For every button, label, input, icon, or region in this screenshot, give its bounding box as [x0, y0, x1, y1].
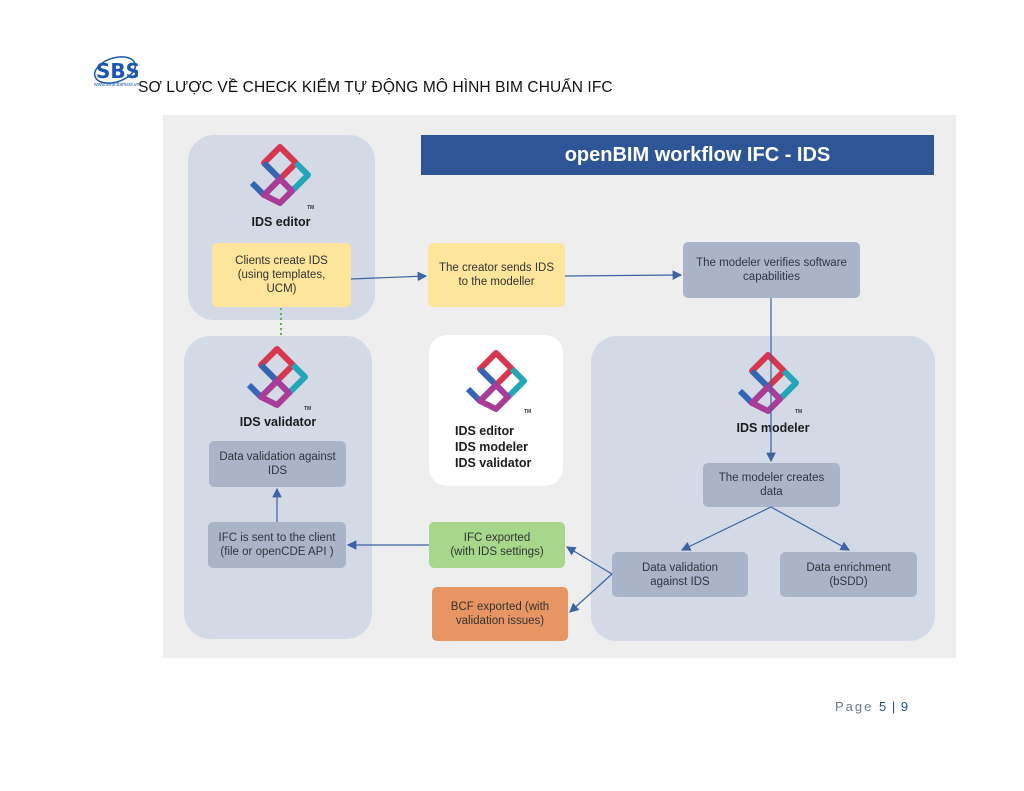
trademark-mark: TM — [524, 409, 532, 415]
page-separator: | — [891, 699, 896, 714]
ids-validator-label: IDS validator — [239, 415, 317, 429]
legend-item: IDS validator — [455, 456, 532, 470]
bcf-exported-box: BCF exported (with validation issues) — [432, 587, 568, 641]
ids-modeler-label: IDS modeler — [736, 421, 810, 435]
ifc-logo-icon — [246, 346, 308, 408]
workflow-figure: openBIM workflow IFC - IDS TM TM TM — [163, 115, 956, 658]
modeler-creates-data-box: The modeler creates data — [703, 463, 840, 507]
company-logo: SBS — [93, 56, 138, 84]
trademark-mark: TM — [304, 406, 312, 412]
page-number: 5 — [879, 699, 887, 714]
document-title: SƠ LƯỢC VỀ CHECK KIỂM TỰ ĐỘNG MÔ HÌNH BI… — [138, 79, 613, 96]
creator-sends-ids-box: The creator sends IDS to the modeller — [428, 243, 565, 307]
data-validation-ids-box: Data validation against IDS — [612, 552, 748, 597]
legend-item: IDS editor — [455, 424, 515, 438]
ifc-logo-icon — [249, 144, 311, 206]
ifc-logo-icon — [465, 350, 527, 412]
ids-editor-label: IDS editor — [251, 215, 311, 229]
page-word: Page — [835, 699, 874, 714]
legend-item: IDS modeler — [455, 440, 528, 454]
data-enrichment-box: Data enrichment (bSDD) — [780, 552, 917, 597]
data-validation-against-ids-box: Data validation against IDS — [209, 441, 346, 487]
ifc-exported-box: IFC exported (with IDS settings) — [429, 522, 565, 568]
ifc-logo-icon — [737, 352, 799, 414]
trademark-mark: TM — [795, 409, 803, 415]
logo-url: www.structbimsol.vn — [94, 82, 140, 88]
clients-create-ids-box: Clients create IDS (using templates, UCM… — [212, 243, 351, 307]
ids-legend: IDS editor IDS modeler IDS validator — [455, 423, 531, 471]
ifc-sent-to-client-box: IFC is sent to the client (file or openC… — [208, 522, 346, 568]
trademark-mark: TM — [307, 205, 315, 211]
modeler-verifies-box: The modeler verifies software capabiliti… — [683, 242, 860, 298]
logo-text: SBS — [96, 59, 138, 83]
page-indicator: Page 5 | 9 — [835, 699, 908, 714]
total-pages: 9 — [900, 699, 909, 714]
ids-validator-panel — [184, 336, 372, 639]
workflow-banner: openBIM workflow IFC - IDS — [421, 135, 934, 175]
